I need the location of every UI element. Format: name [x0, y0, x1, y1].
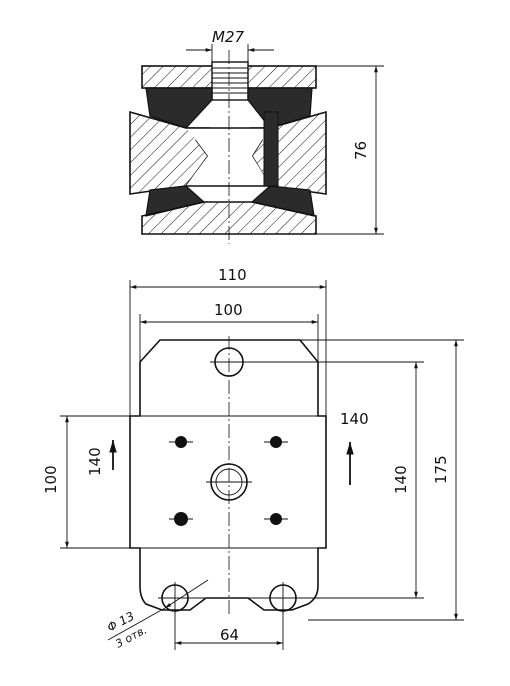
- height-dimension: 76: [352, 141, 370, 160]
- width-overall-dimension: 110: [218, 266, 247, 284]
- right-140-label: 140: [340, 410, 369, 428]
- hole-spacing-vertical-dimension: 140: [392, 465, 410, 494]
- rubber-right-gap: [263, 111, 279, 187]
- thread-label: M27: [212, 28, 244, 46]
- stud-hole-centerlines: [169, 441, 288, 520]
- left-140-label: 140: [86, 447, 104, 476]
- plan-view: 110 100 175 140 100 140 140 64: [42, 266, 464, 651]
- rubber-upper-left: [145, 87, 213, 129]
- height-total-dimension: 175: [432, 455, 450, 484]
- bottom-spacing-dimension: 64: [220, 626, 239, 644]
- bottom-plate: [141, 201, 317, 235]
- width-inner-dimension: 100: [214, 301, 243, 319]
- thread-lines: [212, 67, 248, 94]
- section-view: M27 76: [129, 28, 384, 244]
- block-height-dimension: 100: [42, 465, 60, 494]
- base-plate-outline: [129, 339, 327, 611]
